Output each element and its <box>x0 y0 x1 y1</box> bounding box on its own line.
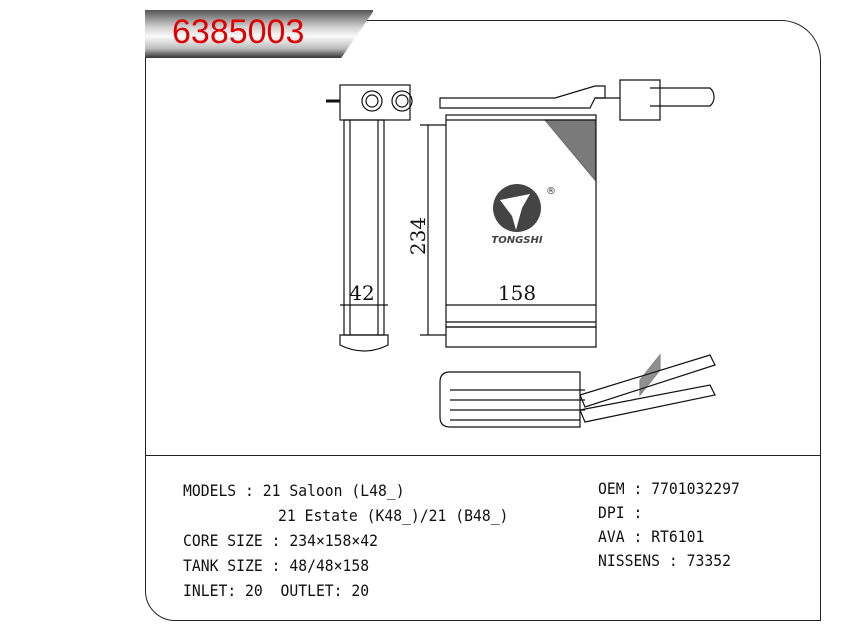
spec-label: MODELS <box>183 481 237 500</box>
spec-value: 21 Saloon (L48_) <box>262 481 405 500</box>
spec-core-size: CORE SIZE : 234×158×42 <box>183 531 378 550</box>
part-number: 6385003 <box>172 13 305 51</box>
tongshi-logo: ® TONGSHI <box>491 184 556 246</box>
spec-sep: : <box>624 527 652 546</box>
spec-value: 234×158×42 <box>289 531 378 550</box>
spec-label: OEM <box>598 479 625 498</box>
front-view <box>340 79 715 348</box>
spec-tank-size: TANK SIZE : 48/48×158 <box>183 556 369 575</box>
technical-drawing: 234 158 42 ® TONGSHI <box>326 79 716 428</box>
section-divider <box>145 455 821 456</box>
spec-sep: : <box>236 481 263 500</box>
title-tab <box>145 10 373 58</box>
spec-label: TANK SIZE <box>183 556 263 575</box>
spec-value: 21 Estate (K48_)/21 (B48_) <box>278 506 509 525</box>
spec-sep: : <box>227 581 246 600</box>
depth-dimension: 42 <box>349 281 374 305</box>
spec-value: 7701032297 <box>651 479 740 498</box>
spec-inlet-outlet: INLET: 20 OUTLET: 20 <box>183 581 369 600</box>
bottom-view <box>439 353 716 428</box>
spec-dpi: DPI : <box>598 503 651 522</box>
spec-sep: : <box>624 479 652 498</box>
spec-models: MODELS : 21 Saloon (L48_) <box>183 481 405 500</box>
width-dimension: 158 <box>498 281 536 305</box>
spec-sep: : <box>660 551 687 570</box>
spec-models-cont: 21 Estate (K48_)/21 (B48_) <box>278 506 508 525</box>
spec-label: DPI <box>598 503 625 522</box>
spec-label: CORE SIZE <box>183 531 263 550</box>
side-view <box>326 84 413 352</box>
spec-label: NISSENS <box>598 551 661 570</box>
spec-sep: : <box>624 503 652 522</box>
spec-label: AVA <box>598 527 625 546</box>
spec-value: 48/48×158 <box>289 556 370 575</box>
svg-text:TONGSHI: TONGSHI <box>491 235 542 246</box>
spec-sep: : <box>262 531 290 550</box>
height-dimension: 234 <box>406 217 430 255</box>
spec-value: RT6101 <box>651 527 705 546</box>
spec-value: 20 OUTLET: 20 <box>245 581 370 600</box>
spec-label: INLET <box>183 581 228 600</box>
spec-ava: AVA : RT6101 <box>598 527 704 546</box>
spec-value: 73352 <box>686 551 731 570</box>
spec-nissens: NISSENS : 73352 <box>598 551 731 570</box>
spec-oem: OEM : 7701032297 <box>598 479 740 498</box>
spec-sep: : <box>262 556 290 575</box>
svg-text:®: ® <box>546 186 556 197</box>
spec-sheet-frame <box>145 20 821 621</box>
